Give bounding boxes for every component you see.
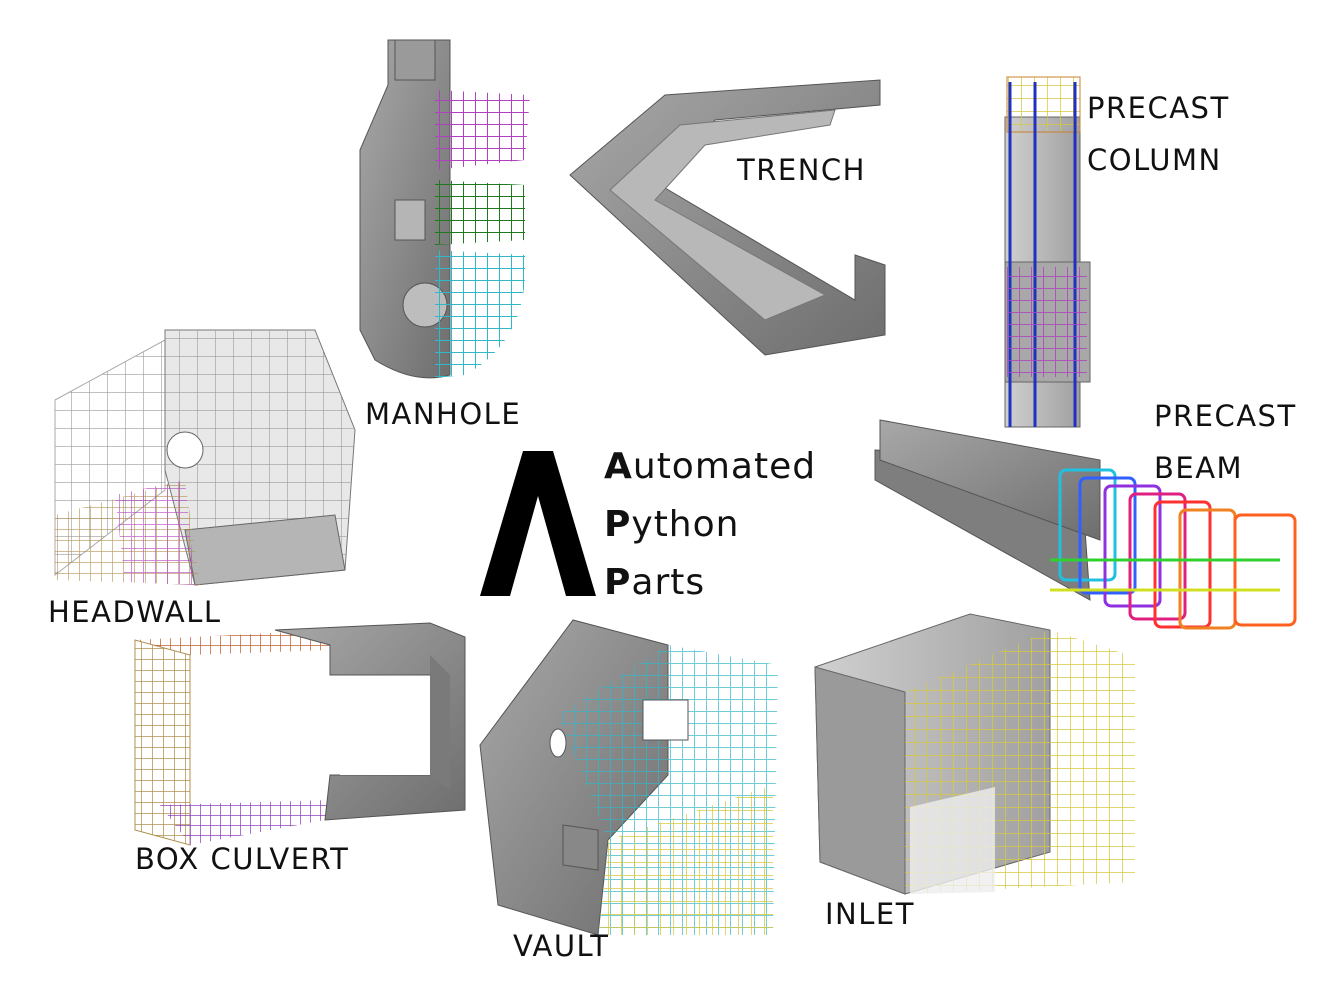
tagline-line-3: Parts xyxy=(604,565,705,601)
tagline-rest-3: arts xyxy=(631,562,706,603)
tagline-rest-1: utomated xyxy=(632,446,817,487)
headwall-label: HEADWALL xyxy=(48,595,222,629)
tagline-line-2: Python xyxy=(604,507,739,543)
vault-label: VAULT xyxy=(513,929,610,963)
inlet-model xyxy=(814,613,1135,895)
precast-column-model xyxy=(1004,76,1091,428)
app-logo xyxy=(478,448,818,608)
tagline-initial-2: P xyxy=(604,504,632,545)
tagline-initial-1: A xyxy=(604,446,633,487)
precast-column-label-line1: PRECAST xyxy=(1087,91,1230,125)
tagline-rest-2: ython xyxy=(631,504,740,545)
manhole-model xyxy=(359,39,530,379)
trench-label: TRENCH xyxy=(737,153,866,187)
precast-beam-label: PRECAST BEAM xyxy=(1154,390,1297,494)
precast-beam-label-line1: PRECAST xyxy=(1154,399,1297,433)
vault-model xyxy=(479,619,778,936)
lambda-logo-icon xyxy=(480,451,596,596)
trench-model xyxy=(569,79,886,356)
inlet-label: INLET xyxy=(825,897,915,931)
box-culvert-label: BOX CULVERT xyxy=(135,842,350,876)
tagline-initial-3: P xyxy=(604,562,632,603)
manhole-label: MANHOLE xyxy=(365,397,522,431)
headwall-model xyxy=(54,329,356,586)
precast-beam-model xyxy=(874,419,1297,630)
precast-beam-label-line2: BEAM xyxy=(1154,451,1244,485)
tagline-line-1: Automated xyxy=(604,449,816,485)
box-culvert-model xyxy=(134,622,466,846)
precast-column-label-line2: COLUMN xyxy=(1087,143,1222,177)
precast-column-label: PRECAST COLUMN xyxy=(1087,82,1230,186)
